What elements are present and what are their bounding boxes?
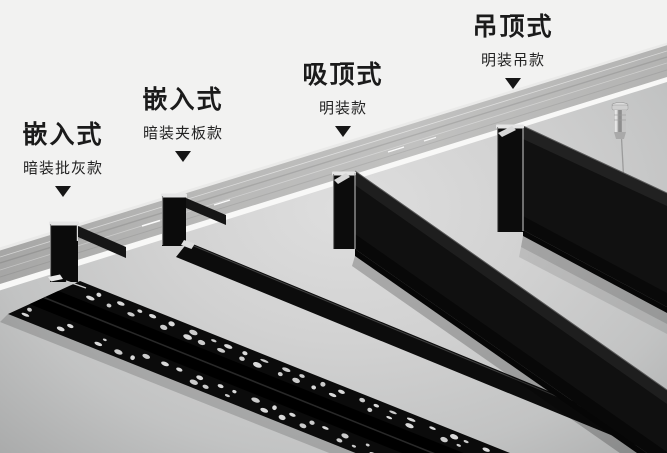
flush-rail-strip — [176, 242, 667, 453]
rail-shadow — [0, 314, 356, 453]
track-recessed-plywood — [161, 193, 667, 453]
aluminum-cut-cap — [496, 124, 524, 129]
label-surface-mounted: 吸顶式 明装款 — [273, 60, 413, 137]
rail-base — [523, 230, 667, 313]
suspension-hanger-icon — [611, 102, 629, 139]
label-title: 吸顶式 — [302, 60, 384, 89]
label-subtitle: 明装款 — [318, 99, 367, 117]
track-suspended — [496, 102, 667, 334]
rail-wall — [523, 126, 667, 307]
aluminum-cut-cap — [49, 221, 79, 226]
label-title: 嵌入式 — [22, 120, 104, 149]
track-cross-section — [162, 196, 186, 246]
label-recessed-plaster: 嵌入式 暗装批灰款 — [0, 120, 133, 197]
track-cross-section — [497, 127, 523, 232]
rail-base — [355, 249, 647, 453]
rail-center-channel — [29, 290, 464, 453]
label-suspended: 吊顶式 明装吊款 — [443, 12, 583, 89]
ceiling-slot-cavity — [186, 198, 226, 225]
label-subtitle: 明装吊款 — [480, 51, 545, 69]
perforations — [21, 292, 490, 453]
down-arrow-icon — [505, 78, 521, 89]
track-surface-mounted — [332, 170, 667, 453]
aluminum-cut-cap — [161, 193, 187, 198]
cut-end-glint — [498, 126, 516, 137]
label-title: 吊顶式 — [472, 12, 554, 41]
aluminum-cut-cap — [332, 171, 356, 176]
rail-wall — [355, 171, 667, 453]
label-recessed-plywood: 嵌入式 暗装夹板款 — [113, 85, 253, 162]
cut-end-glint — [48, 274, 63, 282]
label-title: 嵌入式 — [142, 85, 224, 114]
ceiling-slot-cavity — [78, 226, 126, 258]
down-arrow-icon — [175, 151, 191, 162]
rail-base-shadow — [352, 256, 637, 453]
cut-end-glint — [334, 173, 350, 184]
down-arrow-icon — [335, 126, 351, 137]
label-subtitle: 暗装夹板款 — [142, 124, 223, 142]
track-cross-section — [50, 224, 78, 282]
label-subtitle: 暗装批灰款 — [22, 159, 103, 177]
cut-end-glint — [181, 240, 195, 249]
down-arrow-icon — [55, 186, 71, 197]
track-recessed-plaster — [0, 221, 510, 453]
track-cross-section — [333, 174, 355, 249]
rail-base-shadow — [521, 236, 667, 324]
